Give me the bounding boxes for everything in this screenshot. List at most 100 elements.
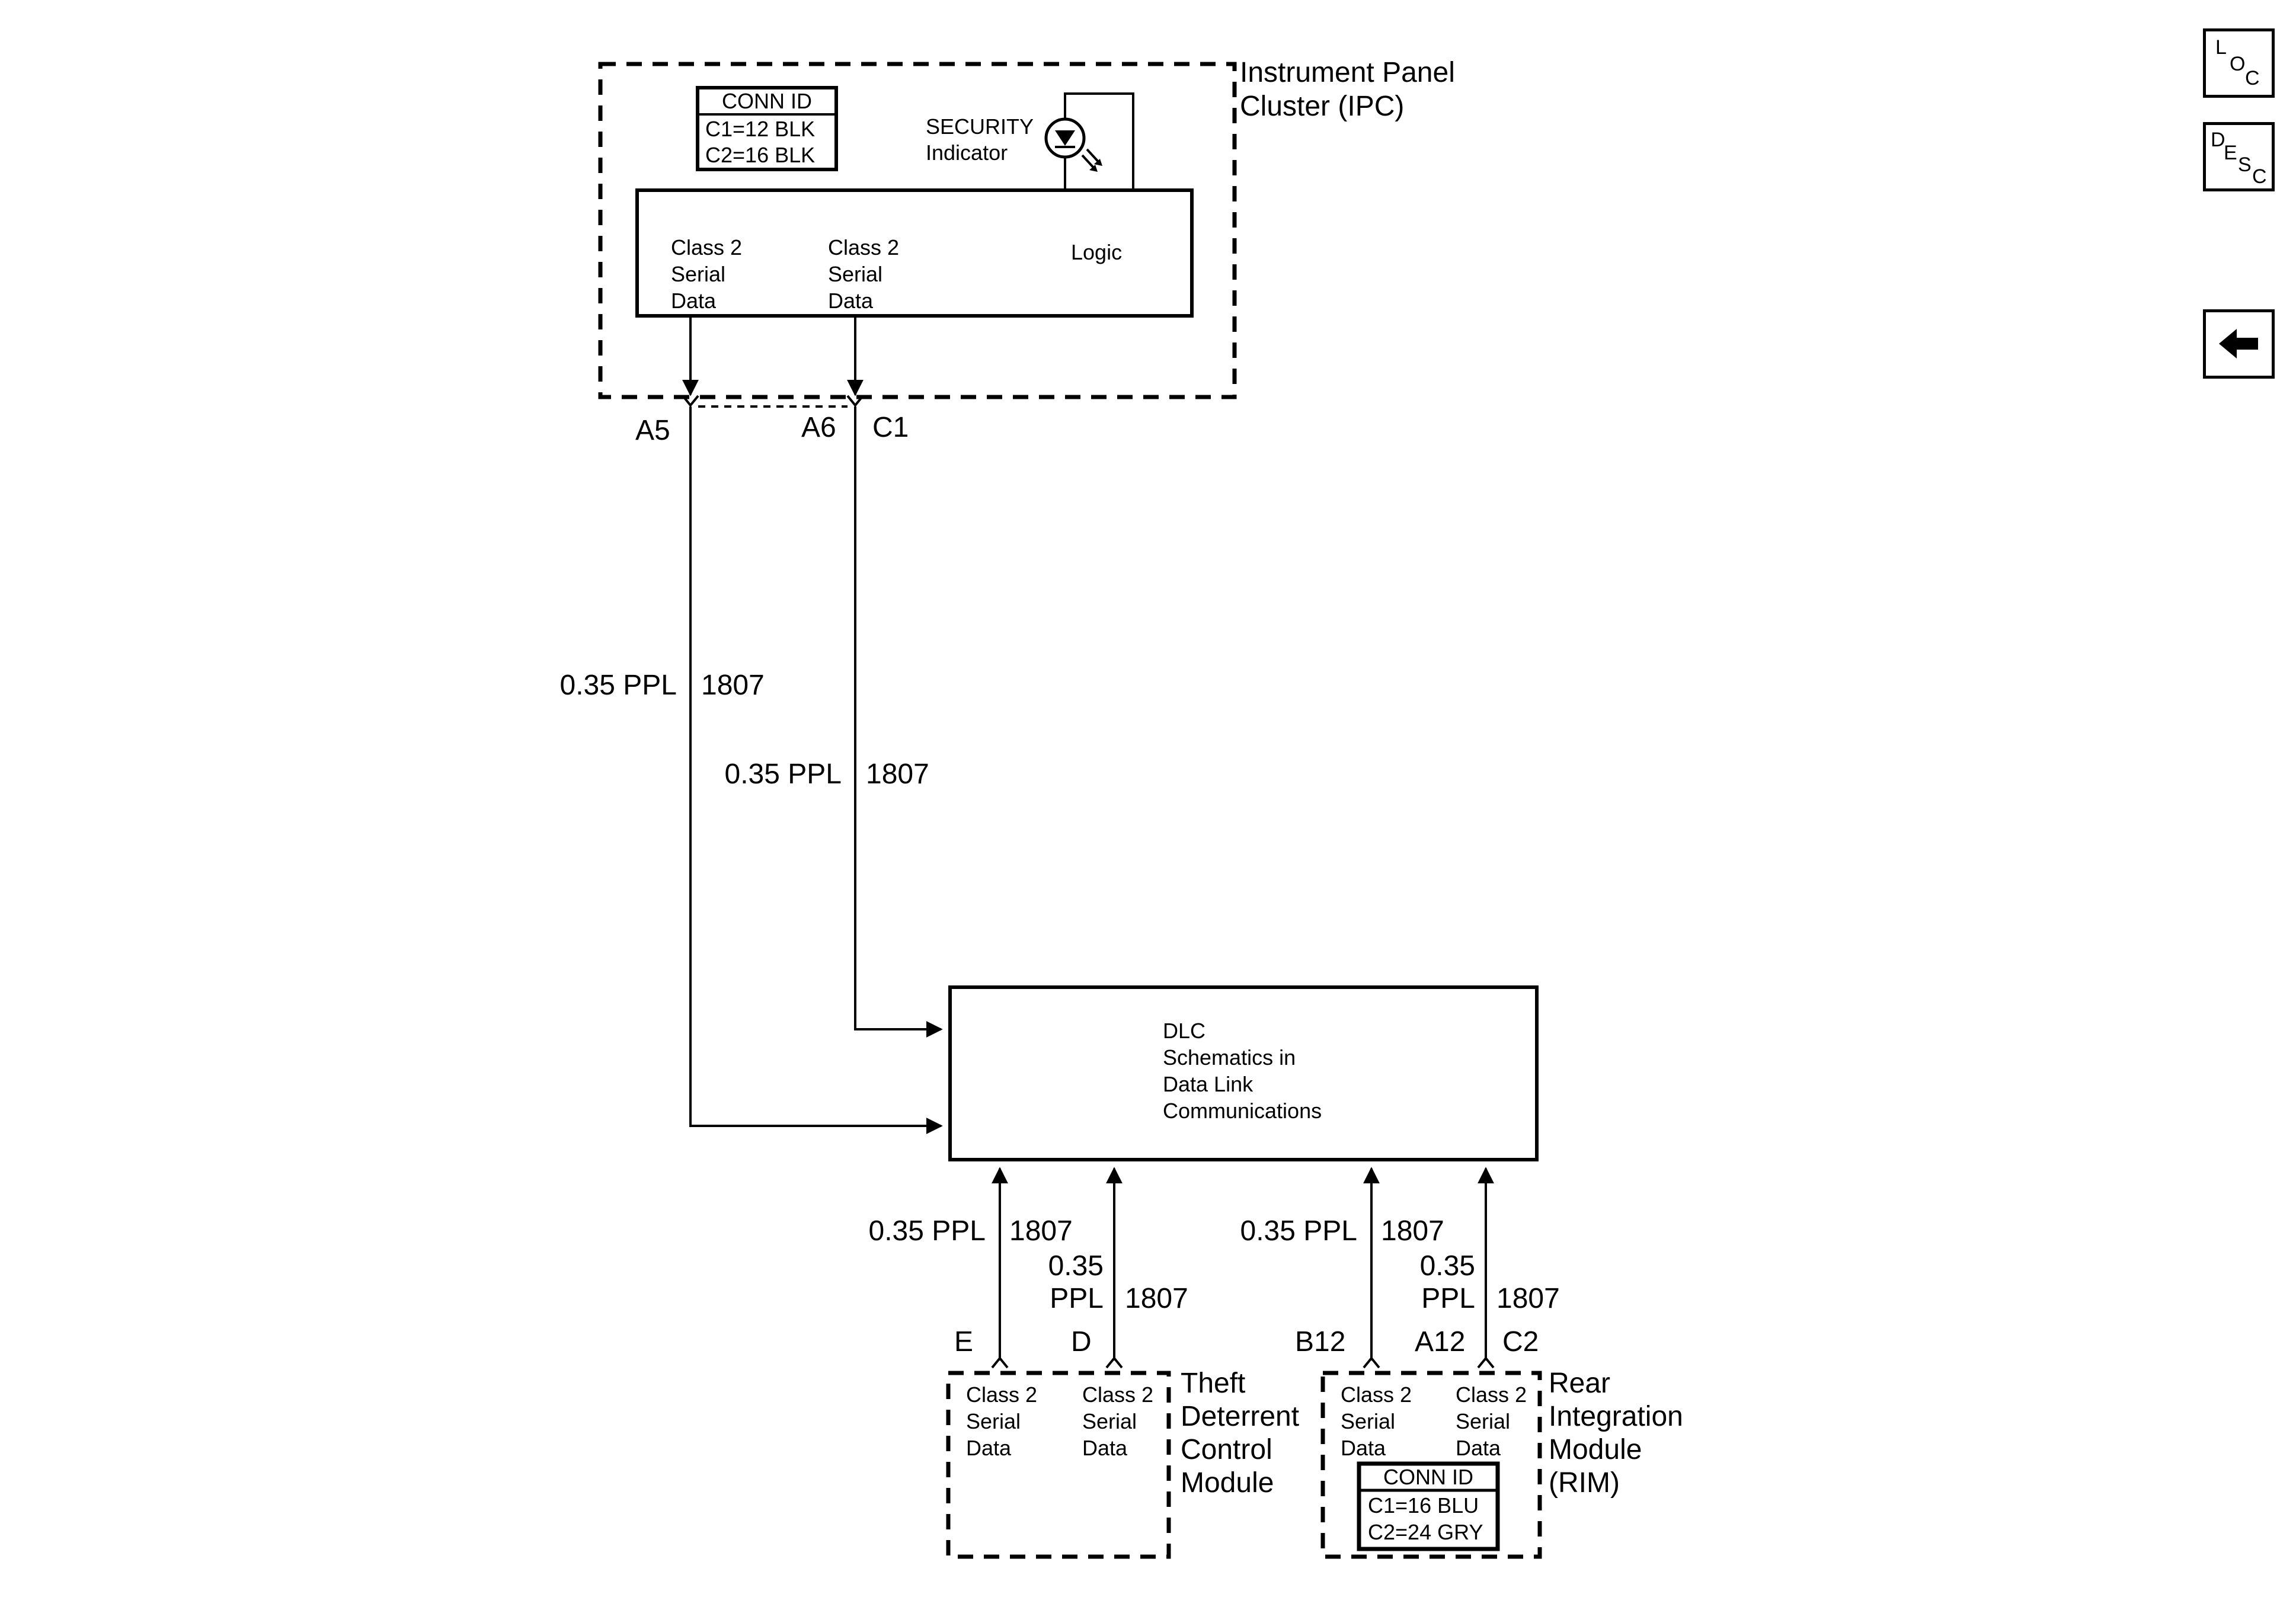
svg-text:Data: Data <box>966 1436 1012 1460</box>
desc-letter-c: C <box>2252 165 2267 188</box>
rim-conn-c2: C2=24 GRY <box>1368 1520 1483 1544</box>
wire1-gauge: 0.35 PPL <box>560 670 677 701</box>
wire3-circuit: 1807 <box>1009 1215 1073 1247</box>
loc-button[interactable]: L O C <box>2203 28 2275 98</box>
desc-button[interactable]: D E S C <box>2203 122 2275 191</box>
pin-c2: C2 <box>1502 1326 1539 1358</box>
svg-text:Data: Data <box>1082 1436 1128 1460</box>
svg-text:Serial: Serial <box>1341 1409 1395 1433</box>
svg-text:Class 2: Class 2 <box>828 235 899 260</box>
ipc-connector-a6-c1 <box>846 395 864 408</box>
rim-connector-b12 <box>1363 1356 1380 1369</box>
wire6-circuit: 1807 <box>1496 1283 1560 1314</box>
pin-a5: A5 <box>635 415 670 446</box>
rim-conn-header: CONN ID <box>1383 1465 1473 1489</box>
svg-text:Class 2: Class 2 <box>966 1382 1037 1407</box>
svg-text:Control: Control <box>1181 1434 1272 1465</box>
svg-text:Integration: Integration <box>1549 1401 1683 1432</box>
svg-text:Serial: Serial <box>828 262 882 286</box>
loc-letter-l: L <box>2215 36 2227 59</box>
ipc-logic-box <box>635 188 1194 318</box>
svg-text:Data Link: Data Link <box>1163 1072 1253 1096</box>
theft-data2-label: Class 2 Serial Data <box>1082 1382 1153 1460</box>
svg-text:Serial: Serial <box>1456 1409 1510 1433</box>
wire6-gauge-line1: 0.35 <box>1420 1250 1475 1282</box>
rim-data1-label: Class 2 Serial Data <box>1341 1382 1412 1460</box>
back-button[interactable] <box>2203 309 2275 379</box>
pin-e: E <box>954 1326 973 1358</box>
rim-conn-c1: C1=16 BLU <box>1368 1493 1479 1518</box>
desc-letter-d: D <box>2211 129 2225 151</box>
svg-text:Theft: Theft <box>1181 1368 1245 1399</box>
svg-text:Serial: Serial <box>671 262 725 286</box>
wire-a5-to-dlc <box>689 406 943 1134</box>
svg-text:Deterrent: Deterrent <box>1181 1401 1299 1432</box>
wire4-gauge-line1: 0.35 <box>1048 1250 1104 1282</box>
ipc-conn-c1: C1=12 BLK <box>705 117 815 141</box>
svg-text:Data: Data <box>1341 1436 1386 1460</box>
svg-text:Serial: Serial <box>966 1409 1021 1433</box>
svg-text:(RIM): (RIM) <box>1549 1467 1620 1499</box>
theft-connector-e <box>991 1356 1009 1369</box>
svg-text:Communications: Communications <box>1163 1099 1322 1123</box>
desc-letter-e: E <box>2224 142 2237 164</box>
theft-module-dashed-border <box>946 1371 1171 1559</box>
desc-letter-s: S <box>2238 153 2252 176</box>
loc-letter-o: O <box>2230 53 2246 75</box>
ipc-data2-label: Class 2 Serial Data <box>828 235 899 313</box>
rim-module-title: Rear Integration Module (RIM) <box>1549 1368 1683 1499</box>
svg-text:Class 2: Class 2 <box>671 235 742 260</box>
theft-connector-d <box>1105 1356 1123 1369</box>
ipc-title-line2: Cluster (IPC) <box>1240 91 1404 122</box>
svg-text:Module: Module <box>1549 1434 1642 1465</box>
rim-data2-label: Class 2 Serial Data <box>1456 1382 1527 1460</box>
wire4-circuit: 1807 <box>1125 1283 1188 1314</box>
ipc-connector-a5 <box>682 395 699 408</box>
rim-module-dashed-border <box>1320 1371 1542 1559</box>
led-indicator-icon <box>1044 92 1134 190</box>
pin-d: D <box>1071 1326 1092 1358</box>
pin-c1: C1 <box>872 412 909 443</box>
svg-text:Rear: Rear <box>1549 1368 1610 1399</box>
ipc-dashed-border <box>598 62 1237 399</box>
pin-a6: A6 <box>801 412 836 443</box>
dlc-box <box>948 985 1539 1161</box>
ipc-conn-c2: C2=16 BLK <box>705 143 815 167</box>
theft-module-title: Theft Deterrent Control Module <box>1181 1368 1299 1499</box>
svg-text:Module: Module <box>1181 1467 1274 1499</box>
wire2-circuit: 1807 <box>866 758 929 790</box>
rim-connector-a12-c2 <box>1477 1356 1495 1369</box>
theft-data1-label: Class 2 Serial Data <box>966 1382 1037 1460</box>
back-arrow-icon <box>2219 329 2258 359</box>
rim-conn-id-table: CONN ID C1=16 BLU C2=24 GRY <box>1357 1461 1500 1551</box>
security-label-line1: SECURITY <box>926 114 1034 139</box>
svg-text:Data: Data <box>671 289 717 313</box>
pin-a12: A12 <box>1415 1326 1465 1358</box>
svg-text:Schematics in: Schematics in <box>1163 1045 1296 1070</box>
ipc-conn-header: CONN ID <box>722 89 812 113</box>
ipc-title-line1: Instrument Panel <box>1240 57 1455 88</box>
svg-text:Class 2: Class 2 <box>1082 1382 1153 1407</box>
wire5-circuit: 1807 <box>1381 1215 1444 1247</box>
ipc-conn-id-table: CONN ID C1=12 BLK C2=16 BLK <box>696 86 838 171</box>
wire-a6-to-dlc <box>854 406 943 1038</box>
dlc-label: DLC Schematics in Data Link Communicatio… <box>1163 1019 1322 1123</box>
pin-b12: B12 <box>1295 1326 1345 1358</box>
ipc-data1-label: Class 2 Serial Data <box>671 235 742 313</box>
wire4-gauge-line2: PPL <box>1050 1283 1104 1314</box>
security-label-line2: Indicator <box>926 140 1008 165</box>
wire5-gauge: 0.35 PPL <box>1240 1215 1357 1247</box>
svg-text:Serial: Serial <box>1082 1409 1137 1433</box>
svg-text:Data: Data <box>828 289 874 313</box>
svg-text:DLC: DLC <box>1163 1019 1205 1043</box>
wire3-gauge: 0.35 PPL <box>869 1215 986 1247</box>
wire2-gauge: 0.35 PPL <box>725 758 842 790</box>
svg-text:Class 2: Class 2 <box>1456 1382 1527 1407</box>
wire6-gauge-line2: PPL <box>1421 1283 1475 1314</box>
loc-letter-c: C <box>2245 67 2260 89</box>
wire1-circuit: 1807 <box>701 670 765 701</box>
svg-text:Data: Data <box>1456 1436 1501 1460</box>
svg-text:Class 2: Class 2 <box>1341 1382 1412 1407</box>
ipc-logic-label: Logic <box>1071 240 1122 264</box>
